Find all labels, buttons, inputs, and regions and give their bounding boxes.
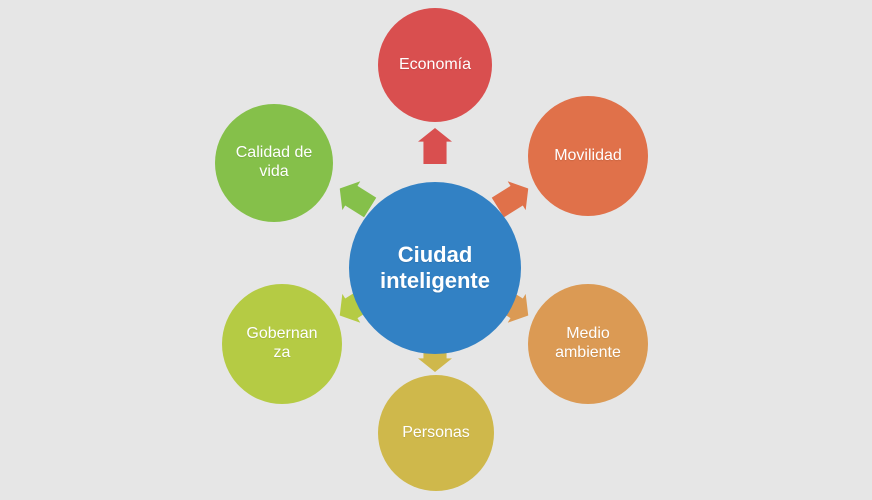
node-personas-label: Personas xyxy=(402,423,470,441)
node-movilidad: Movilidad xyxy=(528,96,648,216)
arrow-to-economia xyxy=(418,128,452,164)
node-medio-ambiente: Medio ambiente xyxy=(528,284,648,404)
node-movilidad-label: Movilidad xyxy=(554,146,622,164)
node-gobernanza: Gobernan za xyxy=(222,284,342,404)
node-economia-label: Economía xyxy=(398,55,472,73)
node-calidad-de-vida-label: Calidad de vida xyxy=(235,144,313,180)
node-gobernanza-label: Gobernan za xyxy=(246,325,318,361)
node-personas: Personas xyxy=(378,375,494,491)
node-calidad-de-vida: Calidad de vida xyxy=(215,104,333,222)
node-medio-ambiente-label: Medio ambiente xyxy=(555,325,621,361)
hub-label: Ciudad inteligente xyxy=(379,242,490,293)
node-economia: Economía xyxy=(378,8,492,122)
hub-ciudad-inteligente: Ciudad inteligente xyxy=(349,182,521,354)
